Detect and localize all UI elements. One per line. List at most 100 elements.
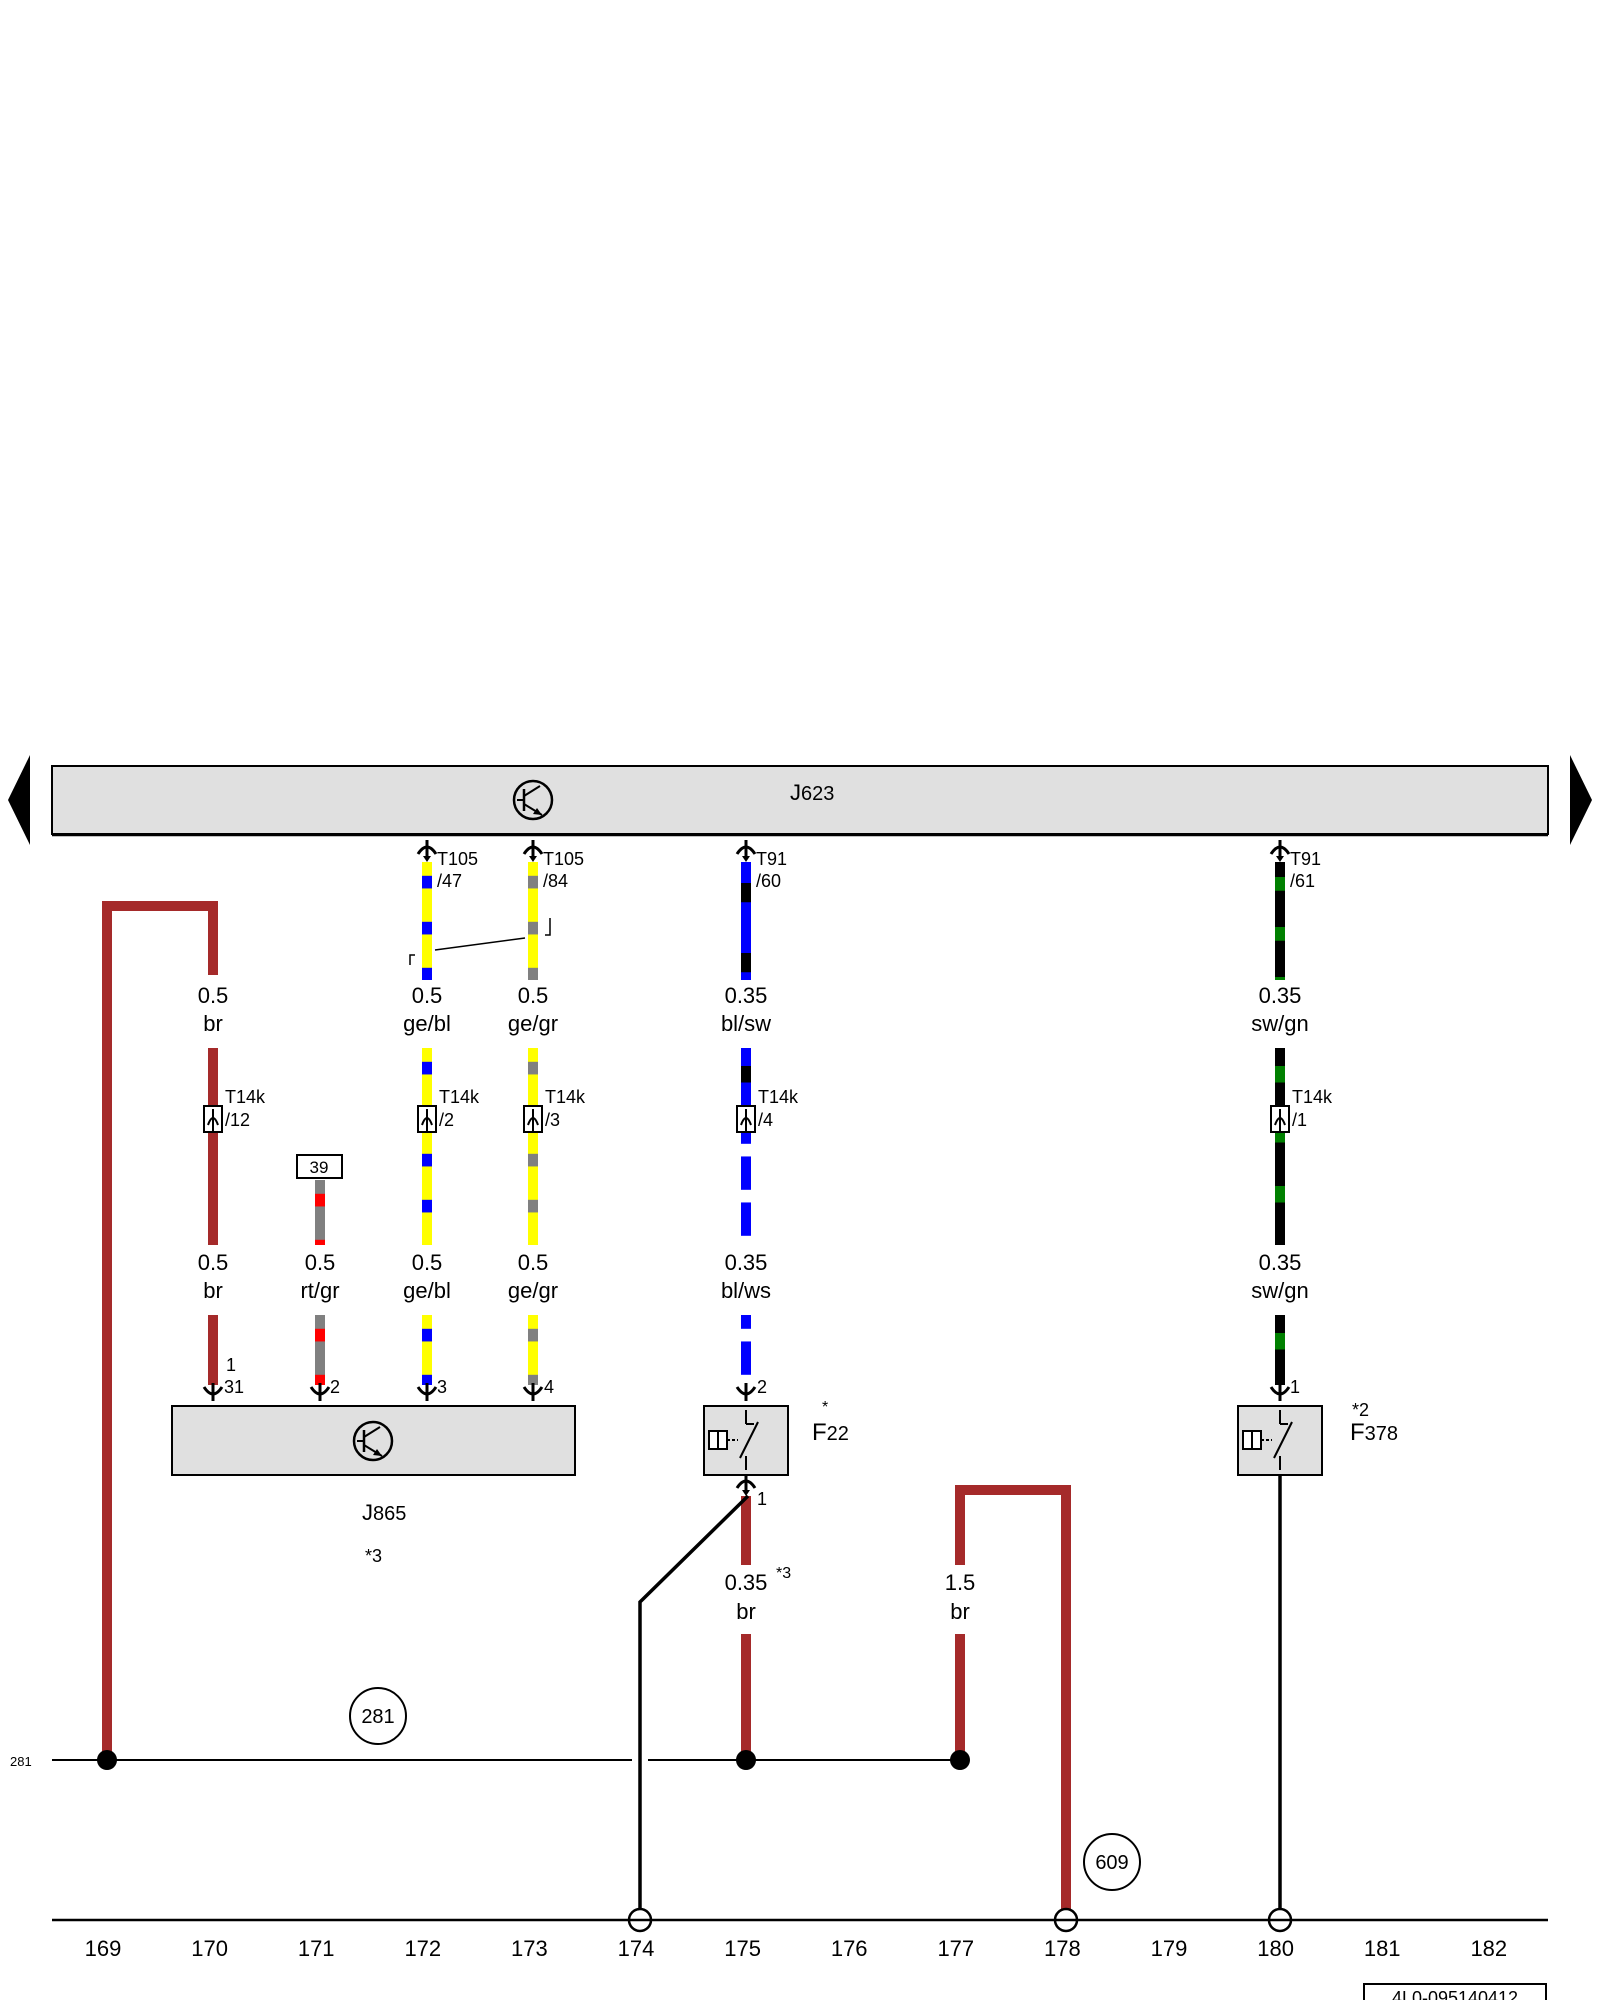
wire-label-upper-size-0: 0.5 [198, 983, 229, 1008]
triangle-right-icon[interactable] [1570, 755, 1592, 845]
connector-top-0-tip [423, 856, 431, 862]
wire-label-lower-size-5: 0.35 [1259, 1250, 1302, 1275]
connector-top-2-line1: T91 [756, 849, 787, 869]
wire-brown-loop-169-170 [102, 901, 218, 1760]
wire-label-lower-color-2: ge/bl [403, 1278, 451, 1303]
connector-top-1-tip [529, 856, 537, 862]
wire-label-upper-size-1: 0.5 [412, 983, 443, 1008]
j865-pin1-line2: 31 [224, 1377, 244, 1397]
connector-t14k-4-line1: T14k [1292, 1087, 1333, 1107]
j623-label: J623 [790, 780, 834, 805]
wire-label-upper-color-3: bl/sw [721, 1011, 771, 1036]
transistor-symbol-icon [352, 1420, 394, 1462]
reference-box-39[interactable] [296, 1154, 343, 1179]
j865-footnote: *3 [365, 1546, 382, 1566]
twist-link [434, 937, 526, 951]
track-numbers: 169 170 171 172 173 174 175 176 177 178 179 180 181 1… [85, 1936, 1508, 1961]
track-number-176: 176 [831, 1936, 868, 1961]
wire-label-upper-color-1: ge/bl [403, 1011, 451, 1036]
connector-f22-bottom-tip [742, 1490, 750, 1496]
connector-t14k-3-line1: T14k [758, 1087, 799, 1107]
j865-module [171, 1405, 576, 1476]
connector-t14k-0-line2: /12 [225, 1110, 250, 1130]
f378-label: F378 [1350, 1419, 1398, 1446]
wire-label-upper-size-4: 0.35 [1259, 983, 1302, 1008]
wire-label-bottom-footnote-0: *3 [776, 1565, 791, 1582]
ground-ref-circle-281[interactable] [349, 1687, 407, 1745]
wire-brown-loop-177-178 [955, 1485, 1071, 1920]
connector-t14k-4-line2: /1 [1292, 1110, 1307, 1130]
track-number-174: 174 [618, 1936, 655, 1961]
ground-ref-609-label: 609 [1095, 1852, 1128, 1874]
wire-label-upper-size-2: 0.5 [518, 983, 549, 1008]
wire-label-bottom-size-0: 0.35 [725, 1570, 768, 1595]
wire-label-lower-size-3: 0.5 [518, 1250, 549, 1275]
j865-pin3: 3 [437, 1377, 447, 1397]
wire-label-lower-size-1: 0.5 [305, 1250, 336, 1275]
connector-top-3-line2: /61 [1290, 871, 1315, 891]
j623-module [51, 765, 1549, 835]
track-number-175: 175 [724, 1936, 761, 1961]
connector-top-2-tip [742, 856, 750, 862]
f22-pin-bottom: 1 [757, 1489, 767, 1509]
track-number-179: 179 [1151, 1936, 1188, 1961]
track-number-172: 172 [404, 1936, 441, 1961]
connector-t14k-1-line2: /2 [439, 1110, 454, 1130]
connector-top-0-line1: T105 [437, 849, 478, 869]
f22-pin-top: 2 [757, 1377, 767, 1397]
doc-code-box [1363, 1983, 1547, 2000]
wire-label-upper-color-0: br [203, 1011, 223, 1036]
connector-top-1-line2: /84 [543, 871, 568, 891]
wire-layer: T105/47T105/84T91/60T91/610.5br0.5ge/bl0… [97, 840, 1333, 1933]
track-number-170: 170 [191, 1936, 228, 1961]
track-number-177: 177 [937, 1936, 974, 1961]
track-number-171: 171 [298, 1936, 335, 1961]
wire-label-upper-color-4: sw/gn [1251, 1011, 1308, 1036]
wire-shield-174 [638, 1494, 750, 1920]
connector-top-3-line1: T91 [1290, 849, 1321, 869]
wire-label-bottom-size-1: 1.5 [945, 1570, 976, 1595]
track-number-173: 173 [511, 1936, 548, 1961]
twist-bracket-left [409, 954, 415, 965]
switch-symbol-icon [708, 1410, 759, 1470]
track-number-178: 178 [1044, 1936, 1081, 1961]
wire-label-lower-color-5: sw/gn [1251, 1278, 1308, 1303]
wire-label-lower-size-4: 0.35 [725, 1250, 768, 1275]
wire-label-lower-size-2: 0.5 [412, 1250, 443, 1275]
connector-t14k-2-line2: /3 [545, 1110, 560, 1130]
track-number-182: 182 [1470, 1936, 1507, 1961]
triangle-left-icon[interactable] [8, 755, 30, 845]
track-number-169: 169 [85, 1936, 122, 1961]
wire-label-lower-color-1: rt/gr [300, 1278, 339, 1303]
twist-bracket-right [545, 918, 551, 936]
connector-top-2-line2: /60 [756, 871, 781, 891]
connector-t14k-3-line2: /4 [758, 1110, 773, 1130]
doc-code: 4L0-095140412 [1392, 1988, 1518, 2000]
wire-label-lower-size-0: 0.5 [198, 1250, 229, 1275]
wire-label-lower-color-0: br [203, 1278, 223, 1303]
reference-box-39-label: 39 [310, 1158, 329, 1177]
f22-label: F22 [812, 1419, 849, 1446]
connector-t14k-0-line1: T14k [225, 1087, 266, 1107]
ground-ref-281-label: 281 [361, 1706, 394, 1728]
j865-pin2: 2 [330, 1377, 340, 1397]
connector-t14k-1-line1: T14k [439, 1087, 480, 1107]
wire-label-upper-color-2: ge/gr [508, 1011, 558, 1036]
j865-pin4: 4 [544, 1377, 554, 1397]
connector-t14k-2-line1: T14k [545, 1087, 586, 1107]
wire-label-bottom-color-0: br [736, 1599, 756, 1624]
connector-top-1-line1: T105 [543, 849, 584, 869]
track-number-180: 180 [1257, 1936, 1294, 1961]
connector-top-0-line2: /47 [437, 871, 462, 891]
wire-label-bottom-color-1: br [950, 1599, 970, 1624]
connector-top-3-tip [1276, 856, 1284, 862]
transistor-symbol-icon [512, 779, 554, 821]
track-number-181: 181 [1364, 1936, 1401, 1961]
j865-label: J865 [362, 1500, 406, 1525]
f22-footnote: * [822, 1399, 828, 1416]
j865-pin1-line1: 1 [226, 1355, 236, 1375]
bus-side-label: 281 [10, 1754, 32, 1769]
wire-label-upper-size-3: 0.35 [725, 983, 768, 1008]
ground-ref-circle-609[interactable] [1083, 1833, 1141, 1891]
